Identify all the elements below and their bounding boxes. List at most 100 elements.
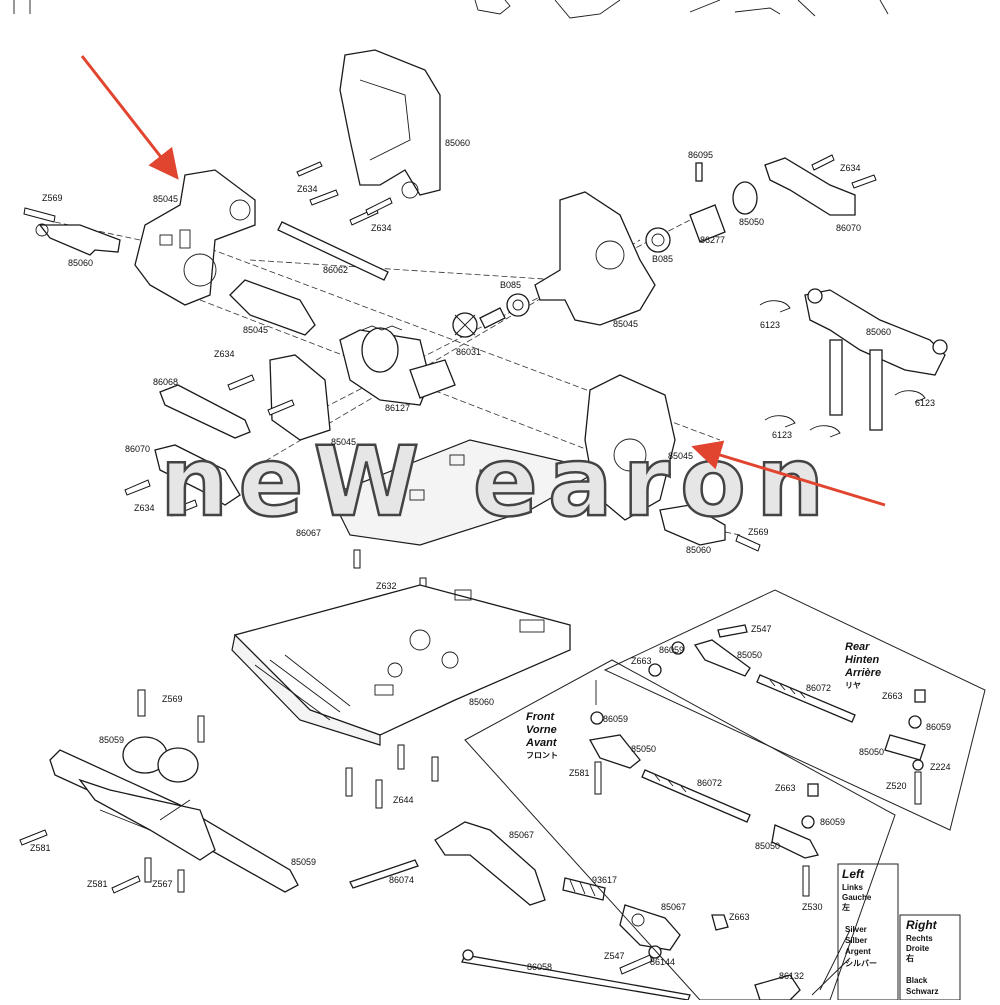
right-gearbox-lower [584, 374, 676, 521]
left-gearbox-housing [134, 169, 256, 306]
left-box-silver-en: Silver [845, 925, 867, 934]
label-z581: Z581 [87, 879, 108, 889]
label-z520: Z520 [886, 781, 907, 791]
steering-arm-85067-upper [434, 821, 546, 906]
front-legend: Front Vorne Avant フロント [525, 711, 558, 760]
label-85050: 85050 [739, 217, 764, 227]
bearing-stack-right [645, 162, 758, 253]
label-85060-tower: 85060 [445, 138, 470, 148]
left-box-silver-de: Silber [845, 936, 867, 945]
label-86062: 86062 [323, 265, 348, 275]
label-z632: Z632 [376, 581, 397, 591]
right-box-en: Right [906, 918, 938, 932]
chassis-plate-86067 [329, 439, 602, 546]
label-85060: 85060 [686, 545, 711, 555]
label-z634: Z634 [134, 503, 155, 513]
label-86059: 86059 [926, 722, 951, 732]
label-86132: 86132 [779, 971, 804, 981]
label-z569: Z569 [748, 527, 769, 537]
right-box-black-de: Schwarz [906, 987, 938, 996]
label-85060-plate: 85060 [469, 697, 494, 707]
label-z663: Z663 [882, 691, 903, 701]
label-85067: 85067 [509, 830, 534, 840]
label-86127: 86127 [385, 403, 410, 413]
left-box-ja: 左 [841, 902, 850, 912]
left-box-silver-fr: Argent [845, 947, 871, 956]
front-link-box [464, 659, 896, 1001]
label-86031: 86031 [456, 347, 481, 357]
front-legend-fr: Avant [525, 737, 558, 749]
bracket-85045-mid [229, 279, 316, 336]
label-z569: Z569 [42, 193, 63, 203]
part-86132 [754, 974, 801, 1001]
label-z634: Z634 [840, 163, 861, 173]
label-85045: 85045 [668, 451, 693, 461]
front-legend-en: Front [526, 711, 555, 723]
label-z663: Z663 [729, 912, 750, 922]
red-arrow-right [691, 440, 886, 507]
gear-cover-85045 [269, 354, 331, 441]
top-cropped-parts [13, 0, 889, 19]
right-shaft-arm-86070 [764, 154, 877, 216]
left-box-fr: Gauche [842, 893, 872, 902]
rear-legend-ja: リヤ [845, 681, 861, 690]
right-box-text: Right Rechts Droite 右 Black Schwarz [905, 918, 938, 996]
left-box-silver-ja: シルバー [845, 959, 877, 968]
shock-tower-top [339, 49, 441, 199]
label-b085: B085 [500, 280, 521, 290]
screw-z569-left [23, 207, 56, 223]
label-85045: 85045 [243, 325, 268, 335]
label-z224: Z224 [930, 762, 951, 772]
bumper-85059 [49, 749, 299, 893]
label-85045: 85045 [153, 194, 178, 204]
label-85045: 85045 [331, 437, 356, 447]
label-z530: Z530 [802, 902, 823, 912]
screws-z634-tower [296, 161, 393, 226]
label-85067: 85067 [661, 902, 686, 912]
arm-85060-lower-right [659, 504, 761, 552]
screws-z634-center [227, 374, 295, 416]
label-z569: Z569 [162, 694, 183, 704]
label-z567: Z567 [152, 879, 173, 889]
gear-86031 [452, 307, 506, 338]
label-z547: Z547 [751, 624, 772, 634]
label-86144: 86144 [650, 957, 675, 967]
shock-mount-85060-right [804, 288, 948, 431]
part-93617 [562, 877, 606, 901]
label-86072: 86072 [806, 683, 831, 693]
label-z644: Z644 [393, 795, 414, 805]
bumper-blocks-85059 [122, 736, 199, 783]
rear-legend: Rear Hinten Arrière リヤ [844, 641, 881, 690]
clips-6123 [759, 300, 926, 438]
label-85050: 85050 [631, 744, 656, 754]
front-legend-ja: フロント [526, 751, 558, 760]
label-86070: 86070 [125, 444, 150, 454]
label-86059: 86059 [820, 817, 845, 827]
right-box-ja: 右 [905, 953, 914, 963]
label-86095: 86095 [688, 150, 713, 160]
bearing-b085 [506, 293, 530, 317]
left-box-en: Left [842, 867, 865, 881]
label-z634: Z634 [214, 349, 235, 359]
right-box-fr: Droite [906, 944, 930, 953]
watermark-text: neW earon [160, 426, 834, 538]
steering-arm-85067-lower [619, 904, 729, 951]
label-z634: Z634 [371, 223, 392, 233]
link-86070-left [124, 444, 241, 517]
label-86059: 86059 [603, 714, 628, 724]
label-z581: Z581 [569, 768, 590, 778]
label-86059: 86059 [659, 645, 684, 655]
label-6123: 6123 [760, 320, 780, 330]
label-85060: 85060 [68, 258, 93, 268]
label-6123: 6123 [915, 398, 935, 408]
right-gearbox-housing [534, 191, 656, 326]
pin-86074 [349, 859, 419, 889]
label-86070: 86070 [836, 223, 861, 233]
label-85050: 85050 [755, 841, 780, 851]
skid-plate-85060 [231, 584, 571, 746]
right-box-de: Rechts [906, 934, 933, 943]
label-z547: Z547 [604, 951, 625, 961]
label-86074: 86074 [389, 875, 414, 885]
bumper-screws [19, 689, 205, 894]
rear-link-box [603, 589, 986, 831]
